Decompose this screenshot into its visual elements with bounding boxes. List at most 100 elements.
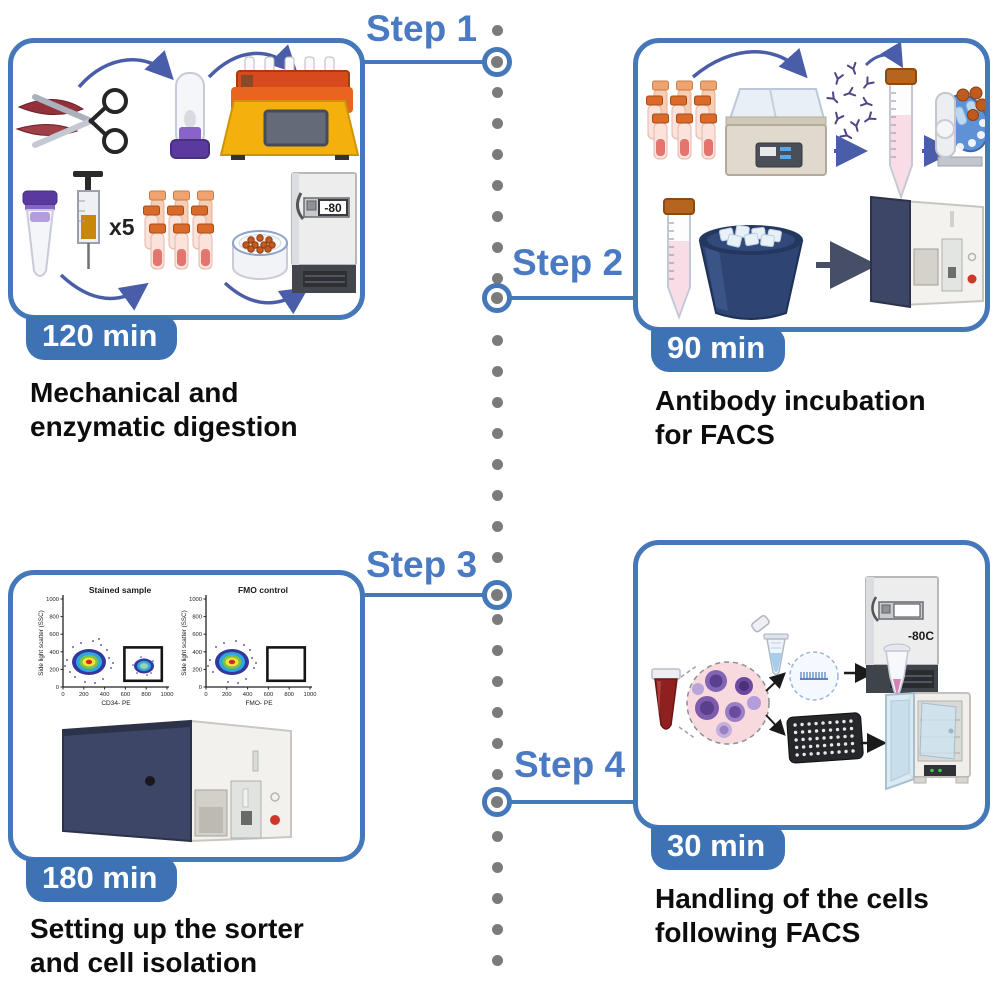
timeline-dot <box>491 210 503 222</box>
cryobox-icon <box>232 230 288 280</box>
step1-caption-line2: enzymatic digestion <box>30 410 298 442</box>
zoom-line <box>680 664 699 678</box>
dissociation-tube-icon <box>170 72 210 159</box>
svg-text:200: 200 <box>222 692 232 698</box>
arrow <box>691 48 808 79</box>
ultralow-freezer-icon: -80 <box>291 172 357 293</box>
svg-text:600: 600 <box>49 632 59 638</box>
timeline-dot <box>491 613 503 625</box>
main-population <box>64 638 114 684</box>
timeline-dot <box>491 551 503 563</box>
timeline-node-step2 <box>482 283 512 313</box>
magnified-sample-icon <box>789 651 839 701</box>
cryovial-rack-icon <box>646 80 717 160</box>
step2-illustration <box>646 43 985 320</box>
flow-cytometer-icon <box>870 195 984 309</box>
timeline-dot <box>491 148 503 160</box>
timeline-dot <box>491 768 503 780</box>
timeline-dot <box>491 241 503 253</box>
timeline-dot <box>491 706 503 718</box>
step1-caption: Mechanical and enzymatic digestion <box>30 376 298 443</box>
timeline-dot <box>491 520 503 532</box>
svg-text:0: 0 <box>204 692 207 698</box>
svg-text:400: 400 <box>243 692 253 698</box>
svg-text:200: 200 <box>192 667 202 673</box>
svg-text:800: 800 <box>141 692 151 698</box>
svg-text:800: 800 <box>49 615 59 621</box>
zoom-line <box>678 726 697 740</box>
svg-text:1000: 1000 <box>161 692 174 698</box>
step3-caption-line2: and cell isolation <box>30 946 258 978</box>
step2-duration-badge: 90 min <box>651 328 786 373</box>
timeline-node-step3 <box>482 580 512 610</box>
syringe-count-label: x5 <box>109 214 135 240</box>
scissors-icon <box>32 88 128 154</box>
timeline-dot <box>491 892 503 904</box>
timeline-dot <box>491 365 503 377</box>
arrow <box>765 714 786 736</box>
main-population <box>207 640 257 684</box>
svg-text:600: 600 <box>121 692 131 698</box>
sort-gate <box>123 646 164 683</box>
timeline-node-step1 <box>482 47 512 77</box>
step2-label: Step 2 <box>512 242 624 283</box>
x-axis-label: CD34- PE <box>101 700 131 707</box>
step3-illustration: Stained sample 0 200 400 600 800 1000 0 200 400… <box>38 585 316 843</box>
svg-text:1000: 1000 <box>189 597 202 603</box>
connector-step1 <box>358 60 497 64</box>
microcentrifuge-tube-icon <box>22 190 58 277</box>
step4-duration-badge: 30 min <box>651 826 786 871</box>
tube-rotator-icon <box>935 86 985 167</box>
water-bath-icon <box>725 88 827 176</box>
freezer-display-label: -80 <box>324 201 342 215</box>
ice-bucket-icon <box>698 224 804 320</box>
step2-caption-line1: Antibody incubation <box>655 385 926 416</box>
plot-title: Stained sample <box>89 585 152 595</box>
step1-duration-badge: 120 min <box>26 316 178 361</box>
step1-panel: x5 <box>8 38 365 320</box>
svg-text:0: 0 <box>56 685 59 691</box>
timeline-dot <box>491 954 503 966</box>
plot-title: FMO control <box>238 585 288 595</box>
facs-plot-stained: Stained sample 0 200 400 600 800 1000 0 200 400… <box>38 585 173 707</box>
sorted-cells-icon <box>686 661 770 745</box>
svg-text:800: 800 <box>192 615 202 621</box>
timeline-node-step4 <box>482 787 512 817</box>
sort-gate <box>266 646 307 683</box>
well-plate-96-icon <box>786 712 864 764</box>
step2-caption: Antibody incubation for FACS <box>655 384 926 451</box>
timeline-dot <box>491 427 503 439</box>
arrow <box>59 273 149 311</box>
blood-microtube-icon <box>651 668 681 730</box>
svg-text:200: 200 <box>79 692 89 698</box>
arrow <box>765 672 786 692</box>
y-axis-label: Side light scatter (SSC) <box>181 610 188 675</box>
svg-text:600: 600 <box>264 692 274 698</box>
step1-illustration: x5 <box>15 44 360 315</box>
step4-panel: -80C <box>633 540 990 830</box>
timeline-dot <box>491 644 503 656</box>
step3-caption: Setting up the sorter and cell isolation <box>30 912 304 979</box>
step3-duration-badge: 180 min <box>26 858 178 903</box>
timeline-dot <box>491 861 503 873</box>
connector-step3 <box>358 593 497 597</box>
step2-caption-line2: for FACS <box>655 418 775 450</box>
svg-text:200: 200 <box>49 667 59 673</box>
svg-text:0: 0 <box>61 692 64 698</box>
incubator-icon <box>885 691 971 791</box>
timeline-dot <box>491 737 503 749</box>
antibodies-icon <box>826 61 877 139</box>
timeline-dot <box>491 675 503 687</box>
timeline-dot <box>491 458 503 470</box>
y-axis-label: Side light scatter (SSC) <box>38 610 45 675</box>
svg-text:400: 400 <box>192 650 202 656</box>
timeline-dot <box>491 272 503 284</box>
svg-text:400: 400 <box>100 692 110 698</box>
step3-panel: Stained sample 0 200 400 600 800 1000 0 200 400… <box>8 570 365 862</box>
timeline-dot <box>491 830 503 842</box>
timeline-dot <box>491 117 503 129</box>
timeline-dot <box>491 489 503 501</box>
step4-label: Step 4 <box>514 744 626 785</box>
svg-text:400: 400 <box>49 650 59 656</box>
